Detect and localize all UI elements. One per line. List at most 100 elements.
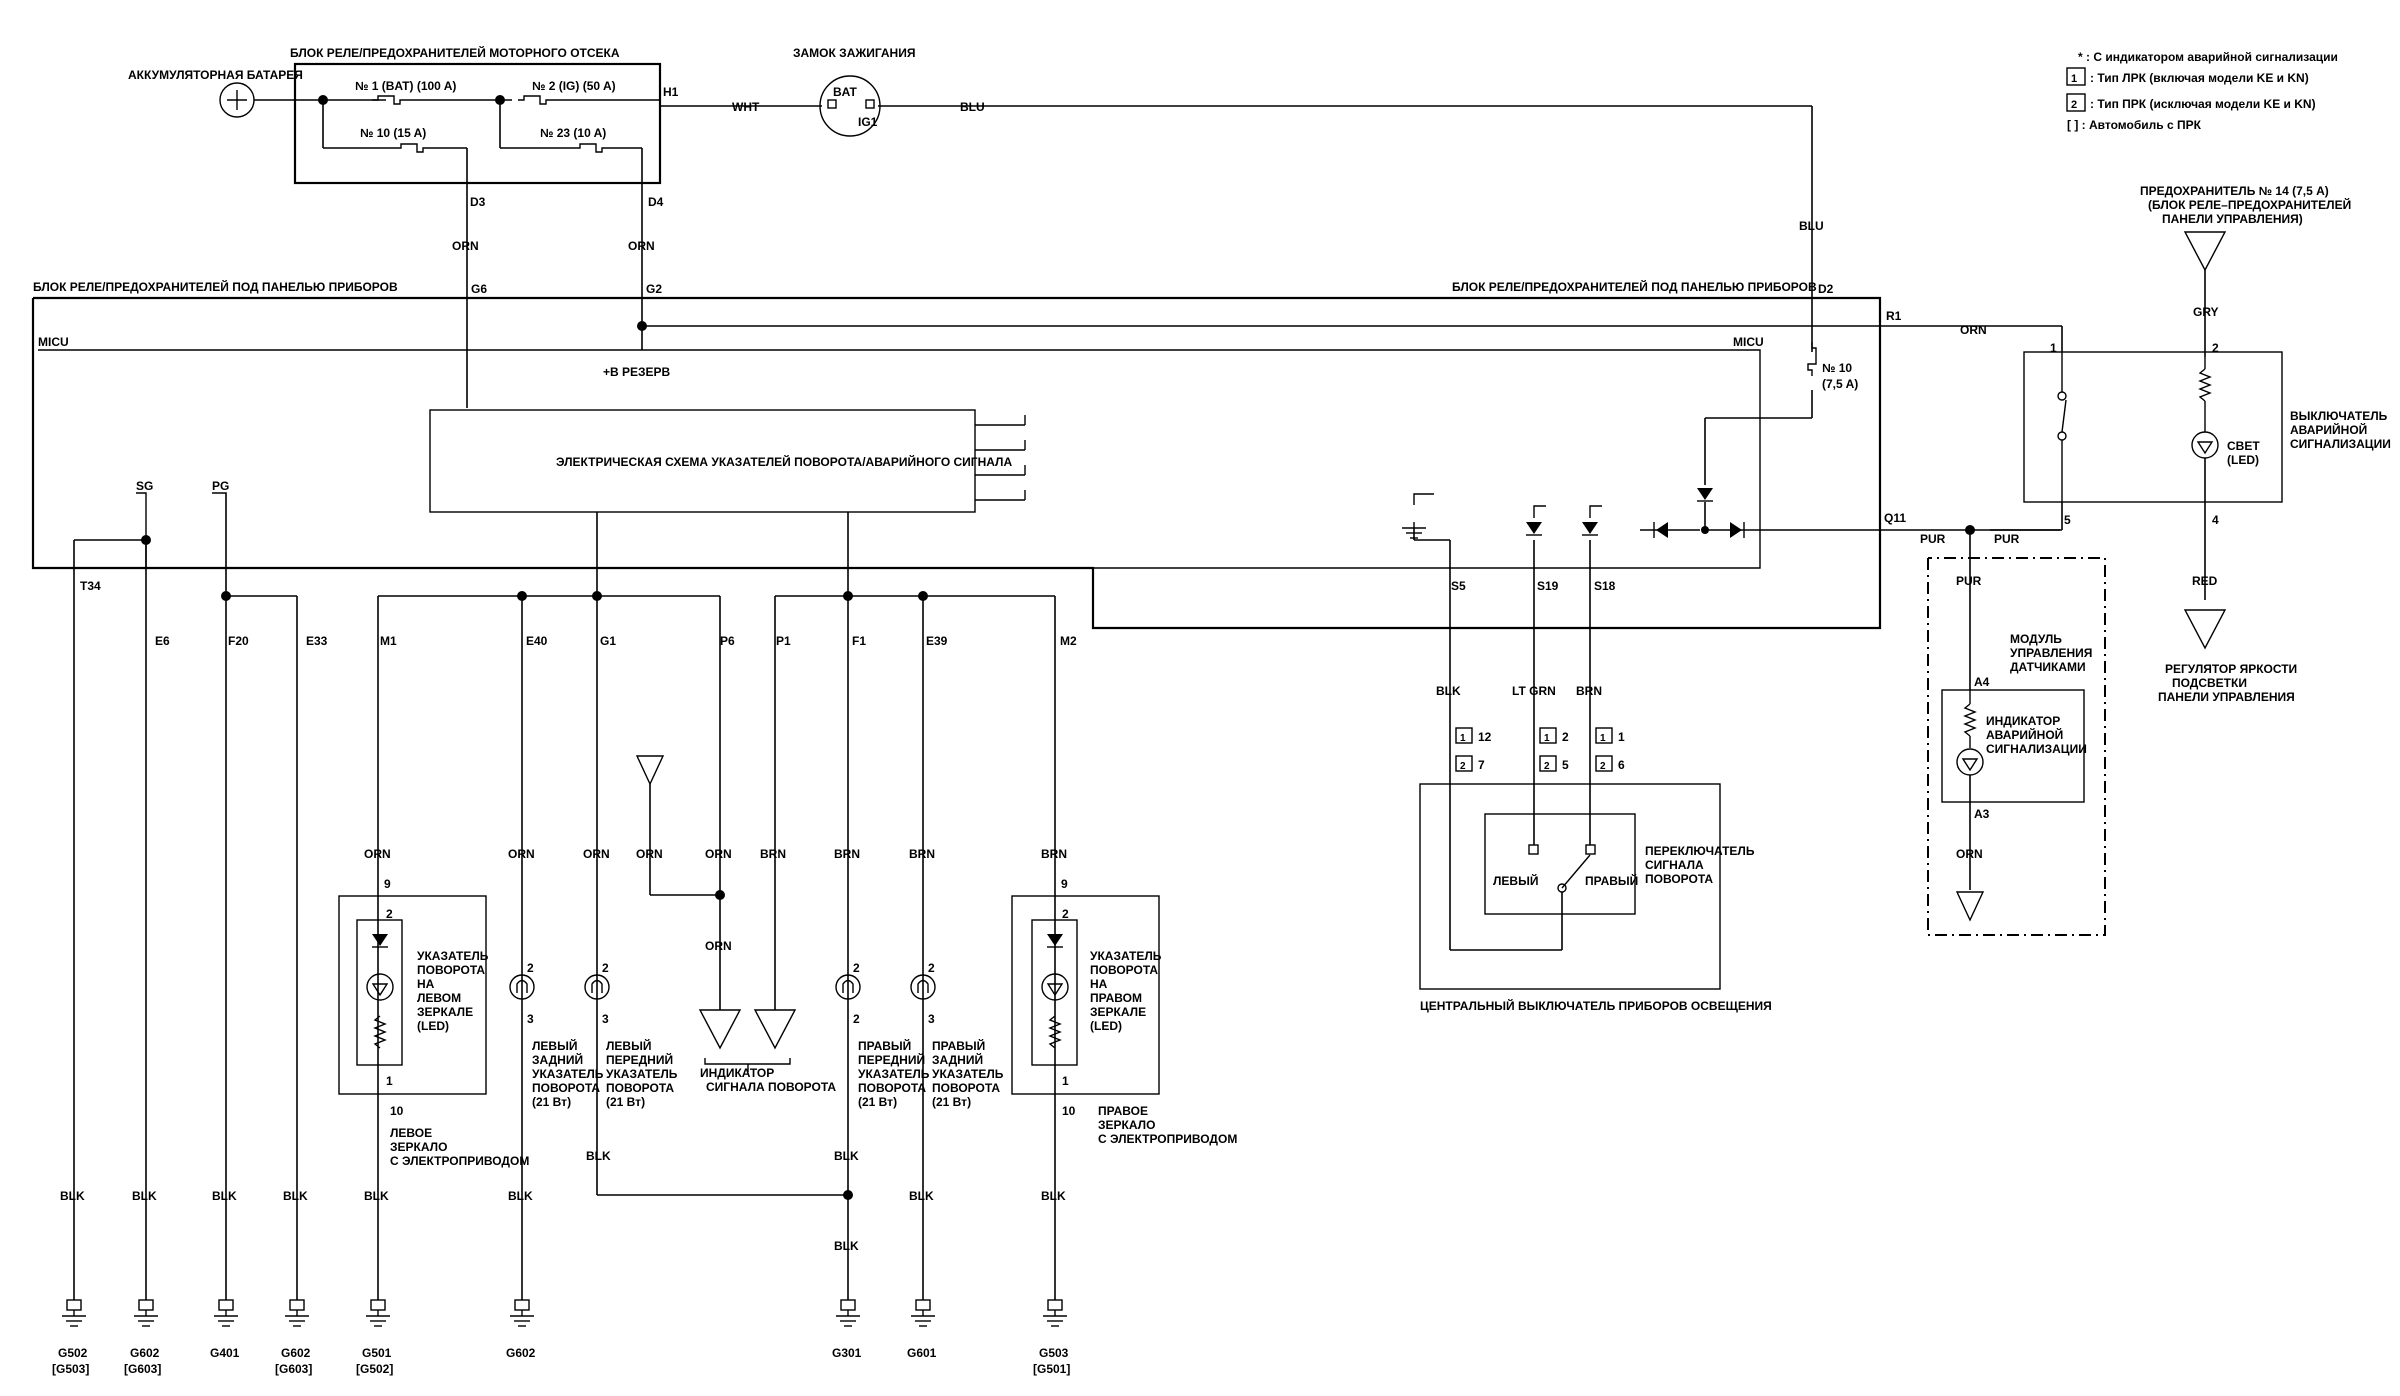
left-mirror-label: ЛЕВОЕ ЗЕРКАЛО С ЭЛЕКТРОПРИВОДОМ xyxy=(390,1126,529,1168)
ground-g601-icon xyxy=(910,1299,936,1327)
svg-text:ПАНЕЛИ УПРАВЛЕНИЯ: ПАНЕЛИ УПРАВЛЕНИЯ xyxy=(2158,690,2295,704)
svg-text:ПОВОРОТА: ПОВОРОТА xyxy=(606,1081,674,1095)
svg-text:BLU: BLU xyxy=(1799,219,1824,233)
svg-text:ПАНЕЛИ УПРАВЛЕНИЯ): ПАНЕЛИ УПРАВЛЕНИЯ) xyxy=(2162,212,2303,226)
svg-text:G602: G602 xyxy=(130,1346,160,1360)
svg-text:(БЛОК РЕЛЕ–ПРЕДОХРАНИТЕЛЕЙ: (БЛОК РЕЛЕ–ПРЕДОХРАНИТЕЛЕЙ xyxy=(2148,197,2351,212)
svg-text:BRN: BRN xyxy=(1041,847,1067,861)
svg-text:ПРАВОЕ: ПРАВОЕ xyxy=(1098,1104,1148,1118)
ground-g602-icon xyxy=(133,1299,159,1327)
svg-text:BLK: BLK xyxy=(1041,1189,1066,1203)
svg-text:BLK: BLK xyxy=(834,1239,859,1253)
svg-text:УКАЗАТЕЛЬ: УКАЗАТЕЛЬ xyxy=(532,1067,604,1081)
svg-text:(LED): (LED) xyxy=(417,1019,449,1033)
dash-box-title-right: БЛОК РЕЛЕ/ПРЕДОХРАНИТЕЛЕЙ ПОД ПАНЕЛЬЮ ПР… xyxy=(1452,279,1817,294)
svg-text:D4: D4 xyxy=(648,195,664,209)
svg-text:[G502]: [G502] xyxy=(356,1362,393,1376)
svg-text:3: 3 xyxy=(527,1012,534,1026)
svg-text:ЗАДНИЙ: ЗАДНИЙ xyxy=(932,1052,983,1067)
svg-text:T34: T34 xyxy=(80,579,101,593)
svg-text:IG1: IG1 xyxy=(858,115,878,129)
svg-text:P6: P6 xyxy=(720,634,735,648)
hazard-switch xyxy=(2023,351,2283,503)
svg-text:G502: G502 xyxy=(58,1346,88,1360)
svg-text:PG: PG xyxy=(212,479,229,493)
svg-text:PUR: PUR xyxy=(1920,532,1946,546)
combination-switch-label: ЦЕНТРАЛЬНЫЙ ВЫКЛЮЧАТЕЛЬ ПРИБОРОВ ОСВЕЩЕН… xyxy=(1420,998,1772,1013)
svg-text:2: 2 xyxy=(2212,341,2219,355)
svg-text:10: 10 xyxy=(1062,1104,1076,1118)
svg-text:1: 1 xyxy=(2071,73,2077,85)
svg-text:BLU: BLU xyxy=(960,100,985,114)
svg-text:G602: G602 xyxy=(281,1346,311,1360)
right-front-lamp-label: ПРАВЫЙ ПЕРЕДНИЙ УКАЗАТЕЛЬ ПОВОРОТА (21 В… xyxy=(858,1038,930,1109)
svg-text:ЛЕВЫЙ: ЛЕВЫЙ xyxy=(606,1038,651,1053)
svg-text:(LED): (LED) xyxy=(2227,453,2259,467)
svg-text:УКАЗАТЕЛЬ: УКАЗАТЕЛЬ xyxy=(417,949,489,963)
svg-text:№ 1 (BAT) (100 A): № 1 (BAT) (100 A) xyxy=(355,79,456,93)
svg-text:2: 2 xyxy=(2071,99,2077,111)
legend-type2: : Тип ПРК (исключая модели KE и KN) xyxy=(2090,97,2316,111)
svg-text:BAT: BAT xyxy=(833,85,857,99)
sensor-module-outline xyxy=(1927,557,2106,936)
svg-text:ВЫКЛЮЧАТЕЛЬ: ВЫКЛЮЧАТЕЛЬ xyxy=(2290,409,2388,423)
turn-indicator-label: ИНДИКАТОР СИГНАЛА ПОВОРОТА xyxy=(700,1066,836,1094)
engine-box-title: БЛОК РЕЛЕ/ПРЕДОХРАНИТЕЛЕЙ МОТОРНОГО ОТСЕ… xyxy=(290,45,620,60)
svg-text:9: 9 xyxy=(384,877,391,891)
dash-fuse-box xyxy=(31,296,1882,630)
legend-rhd-note: [ ] : Автомобиль с ПРК xyxy=(2067,118,2202,132)
svg-text:ORN: ORN xyxy=(452,239,479,253)
right-turn-indicator-icon xyxy=(754,1009,796,1049)
svg-text:1: 1 xyxy=(2050,341,2057,355)
ignition-title: ЗАМОК ЗАЖИГАНИЯ xyxy=(793,46,915,60)
s18-diode-icon xyxy=(1581,521,1599,536)
svg-text:НА: НА xyxy=(417,977,435,991)
svg-text:G601: G601 xyxy=(907,1346,937,1360)
svg-text:СИГНАЛА: СИГНАЛА xyxy=(1645,858,1704,872)
legend-hazard-note: * : С индикатором аварийной сигнализации xyxy=(2078,50,2338,64)
right-mirror-label: ПРАВОЕ ЗЕРКАЛО С ЭЛЕКТРОПРИВОДОМ xyxy=(1098,1104,1237,1146)
svg-text:НА: НА xyxy=(1090,977,1108,991)
svg-text:ПОВОРОТА: ПОВОРОТА xyxy=(1645,872,1713,886)
svg-text:ORN: ORN xyxy=(583,847,610,861)
svg-text:ПОВОРОТА: ПОВОРОТА xyxy=(858,1081,926,1095)
svg-text:BLK: BLK xyxy=(834,1149,859,1163)
svg-text:PUR: PUR xyxy=(1994,532,2020,546)
svg-text:2: 2 xyxy=(1600,761,1606,772)
svg-text:E33: E33 xyxy=(306,634,328,648)
turn-signal-switch xyxy=(1484,813,1636,915)
legend-box-1 xyxy=(2066,67,2086,86)
left-mirror-housing xyxy=(338,895,487,1095)
svg-text:АВАРИЙНОЙ: АВАРИЙНОЙ xyxy=(2290,422,2367,437)
battery-label: АККУМУЛЯТОРНАЯ БАТАРЕЯ xyxy=(128,68,303,82)
svg-text:ПЕРЕКЛЮЧАТЕЛЬ: ПЕРЕКЛЮЧАТЕЛЬ xyxy=(1645,844,1755,858)
svg-text:D2: D2 xyxy=(1818,282,1834,296)
micu-diode-icon xyxy=(1696,487,1714,502)
dimmer-icon xyxy=(2184,609,2226,649)
svg-text:ORN: ORN xyxy=(1956,847,1983,861)
svg-text:G301: G301 xyxy=(832,1346,862,1360)
svg-text:1: 1 xyxy=(1062,1074,1069,1088)
svg-text:ПРАВОМ: ПРАВОМ xyxy=(1090,991,1142,1005)
svg-text:6: 6 xyxy=(1618,758,1625,772)
svg-text:ORN: ORN xyxy=(636,847,663,861)
svg-text:СИГНАЛА ПОВОРОТА: СИГНАЛА ПОВОРОТА xyxy=(706,1080,836,1094)
hazard-indicator xyxy=(1941,689,2085,803)
right-mirror-led-icon xyxy=(1046,933,1064,948)
svg-text:ПОВОРОТА: ПОВОРОТА xyxy=(417,963,485,977)
svg-text:G503: G503 xyxy=(1039,1346,1069,1360)
svg-text:№ 10: № 10 xyxy=(1822,361,1852,375)
battery-icon xyxy=(219,82,255,118)
svg-text:ИНДИКАТОР: ИНДИКАТОР xyxy=(700,1066,774,1080)
svg-text:ЭЛЕКТРИЧЕСКАЯ СХЕМА УКАЗАТЕЛЕЙ: ЭЛЕКТРИЧЕСКАЯ СХЕМА УКАЗАТЕЛЕЙ ПОВОРОТА/… xyxy=(556,454,1012,469)
dimmer-label: РЕГУЛЯТОР ЯРКОСТИ ПОДСВЕТКИ ПАНЕЛИ УПРАВ… xyxy=(2158,662,2297,704)
fuse-14-supply-icon xyxy=(2184,231,2226,271)
svg-text:ДАТЧИКАМИ: ДАТЧИКАМИ xyxy=(2010,660,2086,674)
left-mirror-indicator xyxy=(356,919,403,1066)
svg-text:ORN: ORN xyxy=(628,239,655,253)
sensor-module-supply-icon xyxy=(1956,891,1984,921)
svg-text:№ 23 (10 A): № 23 (10 A) xyxy=(540,126,606,140)
right-mirror-housing xyxy=(1011,895,1160,1095)
